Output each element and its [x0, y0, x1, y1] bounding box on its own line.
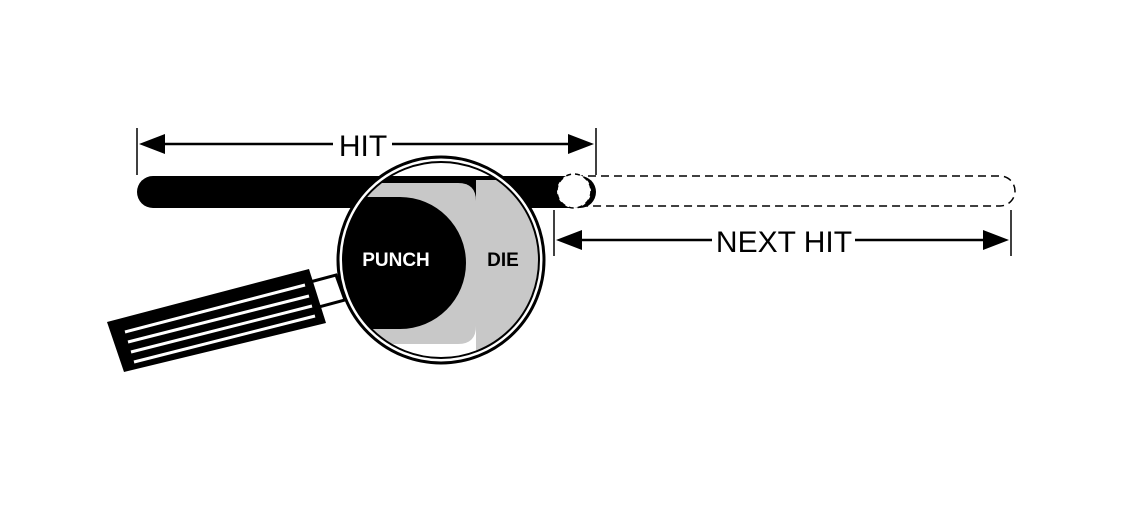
hit-label: HIT: [339, 130, 387, 163]
punch-label: PUNCH: [362, 250, 430, 271]
next-hit-arrow-left-icon: [556, 230, 582, 250]
punch-shape: [343, 197, 466, 329]
magnifier-handle: [107, 269, 347, 372]
grip-stripe: [124, 283, 306, 334]
next-hit-dimension: NEXT HIT: [553, 210, 1012, 259]
hit-dimension: HIT: [136, 128, 597, 175]
grip-stripe: [130, 304, 313, 354]
lens-inner-rim: [342, 161, 540, 359]
hit-arrow-right-icon: [568, 134, 594, 154]
next-hit-outline: [575, 175, 1016, 207]
overlap-indicator: [556, 173, 592, 209]
next-hit-arrow-right-icon: [983, 230, 1009, 250]
magnifier-lens: PUNCH DIE: [336, 155, 546, 365]
next-hit-label: NEXT HIT: [716, 226, 852, 259]
die-label: DIE: [487, 250, 519, 271]
grip-stripe: [127, 294, 310, 344]
grip-stripe: [133, 314, 316, 364]
hit-arrow-left-icon: [139, 134, 165, 154]
